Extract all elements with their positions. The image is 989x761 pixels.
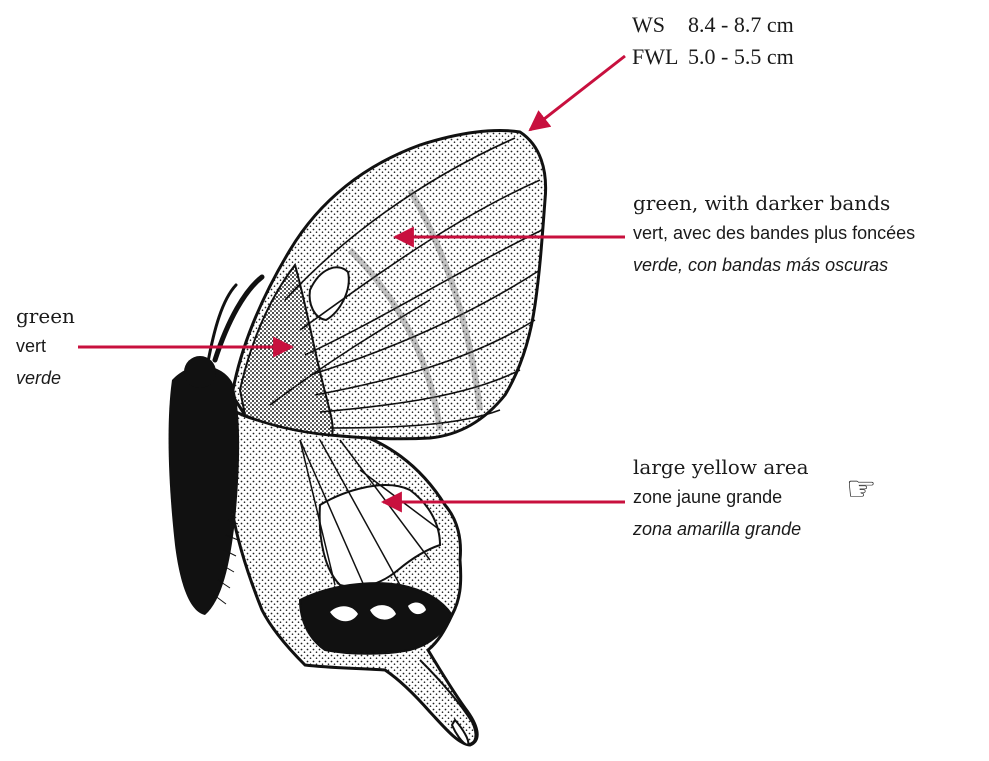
hindwing-label-fr: zone jaune grande [633,488,782,506]
forewing-length-row: FWL 5.0 - 5.5 cm [632,46,678,68]
arrow-measurements [530,56,625,130]
forewing-label-fr: vert, avec des bandes plus foncées [633,224,915,242]
body [169,366,240,615]
body-label-en: green [16,306,75,326]
forewing-length-label: FWL [632,44,678,69]
body-label-es: verde [16,369,61,387]
head [184,356,216,388]
forewing-label-es: verde, con bandas más oscuras [633,256,888,274]
body-label-fr: vert [16,337,46,355]
forewing-label-en: green, with darker bands [633,193,890,213]
hindwing-label-en: large yellow area [633,457,809,477]
wingspan-label: WS [632,12,665,37]
hindwing-label-es: zona amarilla grande [633,520,801,538]
wingspan-row: WS 8.4 - 8.7 cm [632,14,665,36]
pointing-hand-icon: ☞ [846,472,876,506]
wingspan-value: 8.4 - 8.7 cm [688,14,794,36]
forewing-length-value: 5.0 - 5.5 cm [688,46,794,68]
